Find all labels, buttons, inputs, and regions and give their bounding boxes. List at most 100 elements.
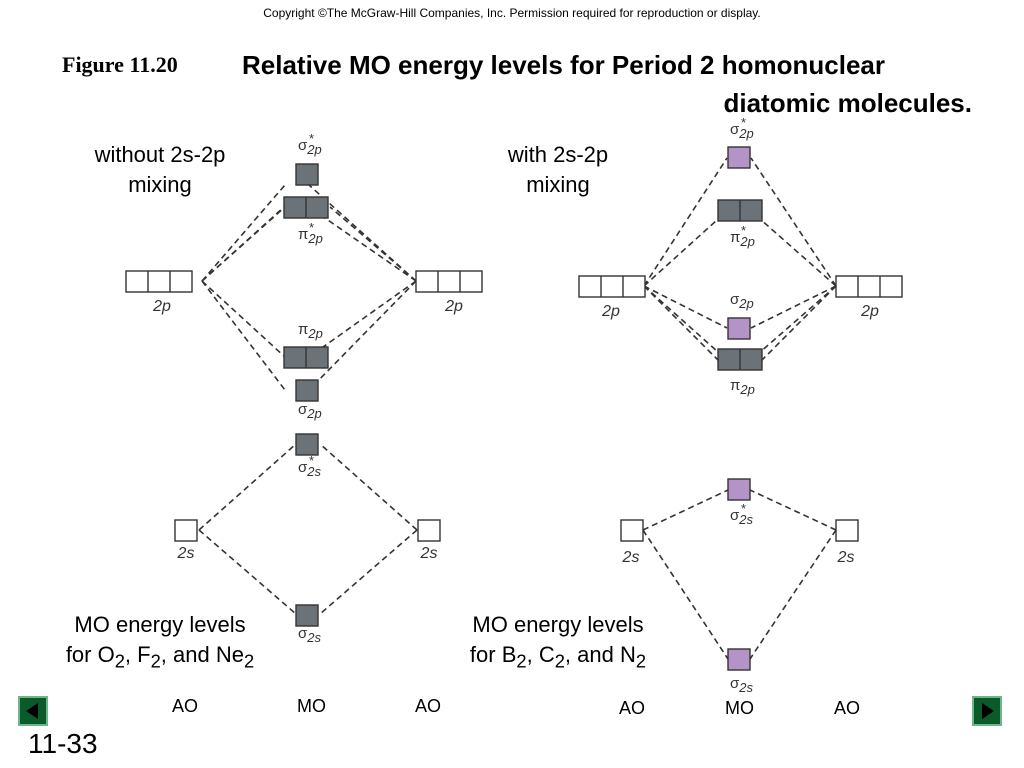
ao-2s-right-label-mixed: 2s: [837, 549, 855, 566]
figure-label: Figure 11.20: [62, 52, 178, 77]
mo-sigma-star-2p-box-mixed: [727, 146, 751, 169]
left-mo-label: MO: [297, 696, 326, 716]
mo-sigma-star-2s-box-mixed: [727, 478, 751, 501]
subscript: 2: [635, 650, 647, 672]
mo-sigma-star-2s-box: [295, 433, 319, 456]
mo-sigma-2s-box: [295, 604, 319, 627]
ao-2s-right-box-mixed: [835, 519, 859, 542]
right-caption-line-2: mixing: [526, 172, 590, 197]
slide-number: 11-33: [28, 728, 98, 759]
subscript: 2: [114, 650, 125, 672]
correlation-line: [198, 443, 297, 531]
left-note-f: , F: [124, 642, 151, 667]
ao-2s-left-label-mixed: 2s: [622, 549, 640, 566]
correlation-line: [750, 285, 837, 361]
correlation-line: [749, 529, 837, 660]
sigma-star-2p-label: σ2p: [298, 137, 322, 157]
right-caption-line-1: with 2s-2p: [507, 142, 609, 167]
orbital-boxes: [125, 146, 903, 671]
correlation-line: [201, 280, 286, 391]
subscript: 2: [516, 650, 527, 672]
pi-2p-label: π2p: [298, 321, 323, 341]
correlation-line: [643, 285, 719, 361]
sigma-star-2p-label-mixed-star: *: [741, 115, 746, 130]
sigma-2s-label: σ2s: [298, 625, 321, 645]
left-note-line-2: for O2, F2, and Ne2: [30, 640, 290, 676]
correlation-line: [319, 443, 418, 531]
correlation-line: [761, 285, 837, 361]
left-note-o: for O: [65, 642, 115, 667]
pi-star-2p-label: π2p: [298, 226, 323, 246]
subscript: 2: [554, 650, 565, 672]
correlation-line: [643, 285, 728, 329]
triangle-right-icon: [982, 703, 994, 719]
mo-sigma-2p-box: [295, 379, 319, 402]
sigma-star-2p-label-star: *: [309, 131, 314, 146]
correlation-line: [308, 280, 417, 391]
correlation-line: [750, 210, 837, 287]
ao-2p-left-boxes-mixed: [578, 275, 646, 298]
ao-2p-right-label: 2p: [444, 298, 463, 315]
previous-slide-button[interactable]: [18, 696, 48, 726]
mo-sigma-2s-box-mixed: [727, 648, 751, 671]
right-note-c: , C: [526, 642, 555, 667]
right-ao-label-right: AO: [834, 698, 861, 718]
ao-2p-right-label-mixed: 2p: [860, 303, 879, 320]
right-note-line-2: for B2, C2, and N2: [438, 640, 678, 676]
right-diagram-caption: with 2s-2p mixing: [458, 140, 658, 200]
triangle-left-icon: [26, 703, 38, 719]
right-mo-label: MO: [725, 698, 754, 718]
pi-star-2p-label-mixed: π2p: [730, 229, 755, 249]
left-note-line-1: MO energy levels: [74, 612, 246, 637]
left-diagram-caption: without 2s-2p mixing: [60, 140, 260, 200]
correlation-line: [201, 280, 286, 358]
ao-2s-right-label: 2s: [420, 545, 438, 562]
ao-2s-left-box: [174, 519, 198, 542]
correlation-line: [642, 489, 729, 531]
pi-star-2p-label-mixed-star: *: [741, 223, 746, 238]
left-ao-label-right: AO: [415, 696, 442, 716]
ao-2p-right-boxes-mixed: [835, 275, 903, 298]
pi-star-2p-label-star: *: [309, 220, 314, 235]
subscript: 2: [150, 650, 161, 672]
subscript: 2: [243, 650, 255, 672]
sigma-2p-label: σ2p: [298, 401, 322, 421]
slide-title-line-1: Relative MO energy levels for Period 2 h…: [242, 50, 885, 80]
correlation-lines: [198, 157, 837, 660]
left-molecules-note: MO energy levels for O2, F2, and Ne2: [30, 610, 290, 676]
correlation-line: [643, 285, 728, 361]
correlation-line: [329, 206, 417, 282]
right-ao-label-left: AO: [619, 698, 646, 718]
ao-2s-right-box: [417, 519, 441, 542]
right-note-line-1: MO energy levels: [472, 612, 644, 637]
correlation-line: [643, 210, 728, 287]
ao-2p-left-label: 2p: [152, 298, 171, 315]
correlation-line: [642, 529, 729, 660]
left-note-ne: , and Ne: [160, 642, 244, 667]
correlation-line: [201, 184, 286, 282]
sigma-star-2s-label-mixed: σ2s: [730, 507, 753, 527]
correlation-line: [750, 157, 837, 287]
next-slide-button[interactable]: [972, 696, 1002, 726]
correlation-line: [643, 157, 728, 287]
sigma-star-2s-label: σ2s: [298, 459, 321, 479]
right-molecules-note: MO energy levels for B2, C2, and N2: [438, 610, 678, 676]
correlation-line: [749, 489, 837, 531]
correlation-line: [308, 280, 417, 358]
sigma-star-2p-label-mixed: σ2p: [730, 121, 754, 141]
sigma-star-2s-label-star: *: [309, 453, 314, 468]
mo-sigma-star-2p-box: [295, 163, 319, 186]
left-caption-line-2: mixing: [128, 172, 192, 197]
copyright-notice: Copyright ©The McGraw-Hill Companies, In…: [263, 6, 761, 20]
correlation-line: [201, 206, 285, 282]
ao-2p-left-boxes: [125, 270, 193, 293]
correlation-line: [198, 529, 297, 615]
left-caption-line-1: without 2s-2p: [94, 142, 226, 167]
right-note-n: , and N: [564, 642, 636, 667]
left-ao-label-left: AO: [172, 696, 199, 716]
right-note-b: for B: [469, 642, 517, 667]
correlation-line: [319, 529, 418, 615]
ao-2s-left-label: 2s: [177, 545, 195, 562]
